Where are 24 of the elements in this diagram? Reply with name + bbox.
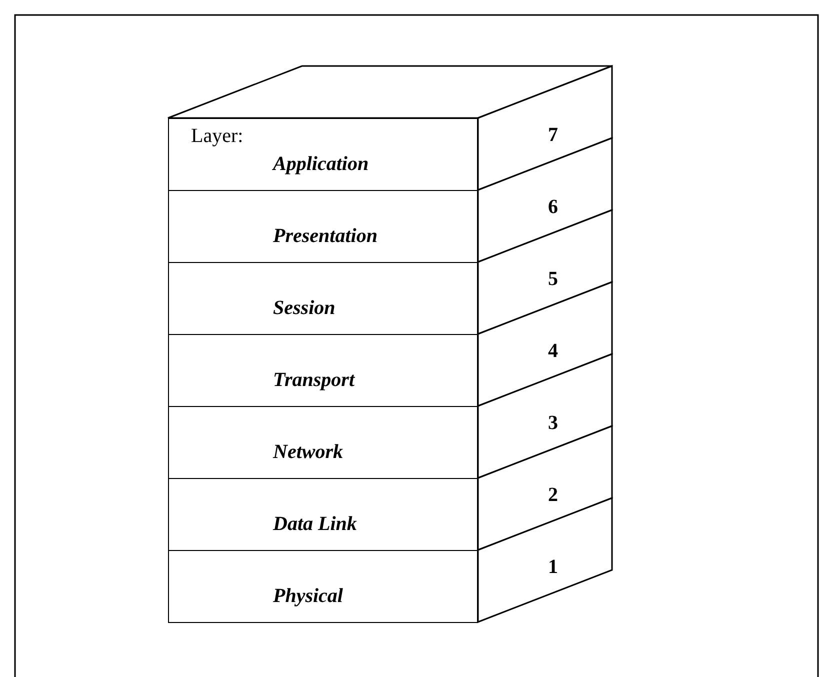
layer-box bbox=[168, 262, 478, 335]
layer-box bbox=[168, 118, 478, 191]
layer-name: Physical bbox=[273, 585, 343, 608]
layer-number: 7 bbox=[548, 124, 558, 147]
layer-name: Data Link bbox=[273, 513, 357, 536]
layer-name: Presentation bbox=[273, 225, 378, 248]
layer-number: 2 bbox=[548, 484, 558, 507]
layer-number: 6 bbox=[548, 196, 558, 219]
layer-box bbox=[168, 334, 478, 407]
layer-name: Session bbox=[273, 297, 336, 320]
side-face bbox=[478, 66, 612, 190]
layer-name: Network bbox=[273, 441, 343, 464]
layer-box bbox=[168, 406, 478, 479]
layer-number: 4 bbox=[548, 340, 558, 363]
layer-box bbox=[168, 190, 478, 263]
layer-name: Transport bbox=[273, 369, 355, 392]
layer-name: Application bbox=[273, 153, 369, 176]
layer-number: 3 bbox=[548, 412, 558, 435]
layer-heading: Layer: bbox=[191, 125, 244, 148]
top-face bbox=[167, 65, 613, 119]
layer-number: 5 bbox=[548, 268, 558, 291]
layer-number: 1 bbox=[548, 556, 558, 579]
layer-box bbox=[168, 478, 478, 551]
layer-box bbox=[168, 550, 478, 623]
